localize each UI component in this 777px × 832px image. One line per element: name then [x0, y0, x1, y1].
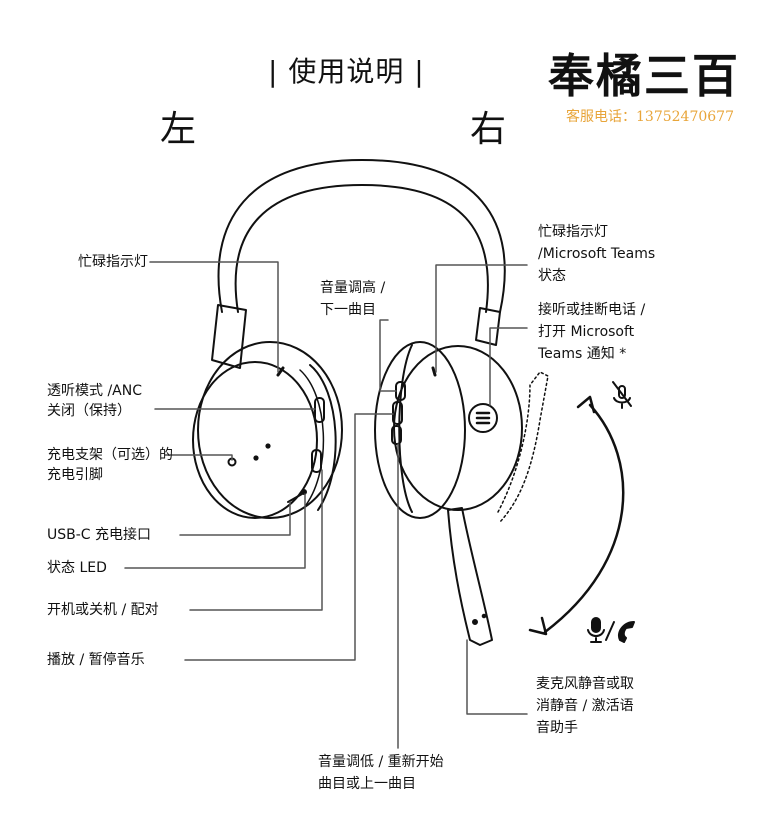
label-busy-light-right-1: 忙碌指示灯	[538, 224, 608, 240]
label-hearthrough-1: 透听模式 /ANC	[47, 383, 142, 399]
left-cushion	[197, 341, 343, 519]
hearthrough-button	[314, 397, 325, 423]
label-mic-2: 消静音 / 激活语	[536, 698, 634, 714]
label-status-led: 状态 LED	[47, 560, 107, 576]
right-side-label: 右	[470, 109, 507, 150]
right-cup	[393, 345, 523, 511]
left-side-label: 左	[160, 109, 197, 150]
label-mic-3: 音助手	[536, 720, 578, 736]
status-led-dot	[301, 489, 307, 495]
teams-button	[468, 403, 498, 433]
label-volume-down-1: 音量调低 / 重新开始	[318, 754, 444, 770]
muted-mic-icon	[612, 381, 632, 409]
label-usb-port: USB-C 充电接口	[47, 527, 152, 543]
usb-c-port	[287, 493, 303, 503]
brand-logo: 奉橘三百	[548, 49, 740, 103]
boom-mic-down	[447, 507, 493, 646]
headband-inner	[234, 184, 489, 313]
label-hearthrough-2: 关闭（保持）	[47, 403, 131, 419]
left-cup	[192, 361, 318, 519]
label-volume-up-2: 下一曲目	[320, 302, 376, 318]
left-hinge	[211, 304, 247, 369]
right-cushion	[374, 341, 466, 519]
service-phone: 客服电话：13752470677	[566, 109, 734, 125]
label-volume-down-2: 曲目或上一曲目	[318, 776, 416, 792]
label-mic-1: 麦克风静音或取	[536, 676, 634, 692]
label-busy-light-left: 忙碌指示灯	[78, 254, 148, 270]
volume-down-button	[391, 425, 402, 445]
boom-mic-up	[497, 371, 549, 523]
left-cup-edge	[309, 364, 337, 511]
label-volume-up-1: 音量调高 /	[320, 280, 386, 296]
label-charging-pins-2: 充电引脚	[47, 467, 103, 483]
phone-icon	[618, 621, 635, 643]
charging-pin	[253, 455, 259, 461]
label-answer-3: Teams 通知 *	[538, 346, 627, 362]
mic-icon	[587, 617, 605, 643]
label-busy-light-right-2: /Microsoft Teams	[538, 246, 656, 262]
play-pause-button	[392, 401, 403, 425]
headband	[217, 159, 506, 313]
power-slider	[311, 449, 322, 473]
label-busy-light-right-3: 状态	[538, 268, 566, 284]
label-answer-1: 接听或挂断电话 /	[538, 302, 646, 318]
page-title: | 使用说明 |	[268, 55, 425, 88]
label-answer-2: 打开 Microsoft	[538, 324, 635, 340]
right-hinge	[475, 307, 501, 346]
label-power-pair: 开机或关机 / 配对	[47, 602, 159, 618]
label-play-pause: 播放 / 暂停音乐	[47, 652, 145, 668]
rotation-arrow	[543, 403, 625, 634]
label-charging-pins-1: 充电支架（可选）的	[47, 447, 173, 463]
